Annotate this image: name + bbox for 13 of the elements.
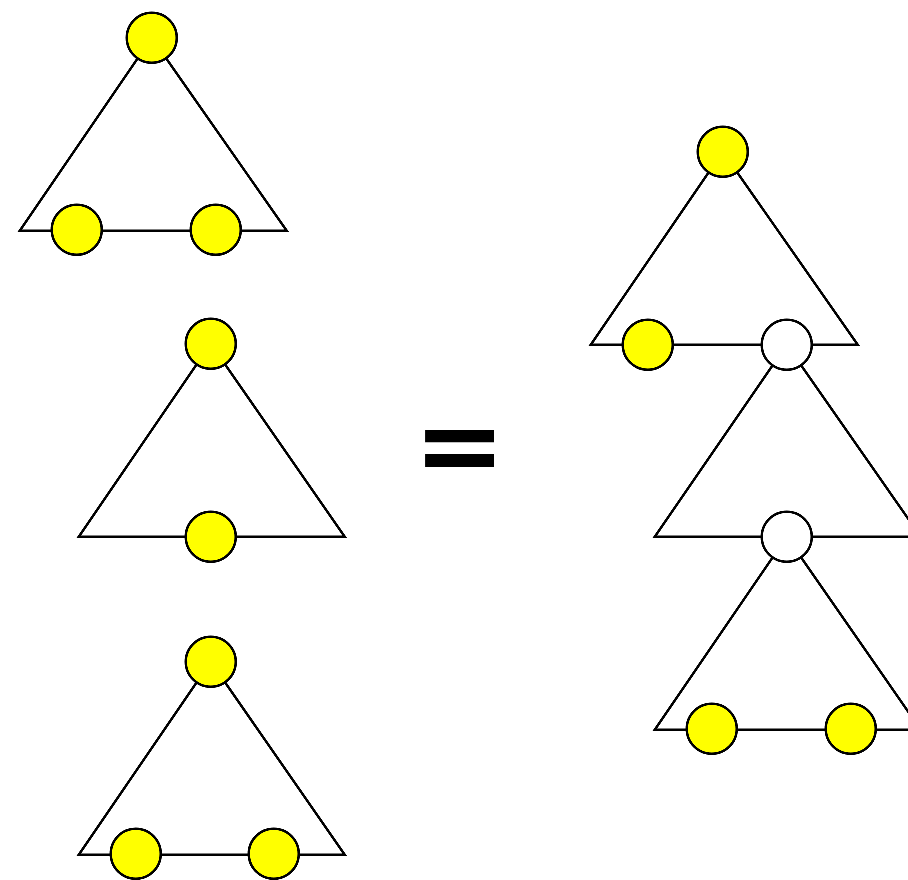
circle-node [685, 702, 739, 756]
circle-node [696, 125, 750, 179]
circle-node [125, 11, 179, 65]
circle-node [184, 635, 238, 689]
circle-node [621, 318, 675, 372]
equals-sign: = [414, 390, 506, 500]
circle-node [50, 203, 104, 257]
circle-node [760, 510, 814, 564]
circle-node [184, 317, 238, 371]
circle-node [189, 203, 243, 257]
circle-node [824, 702, 878, 756]
circle-node [184, 510, 238, 564]
circle-node [760, 318, 814, 372]
